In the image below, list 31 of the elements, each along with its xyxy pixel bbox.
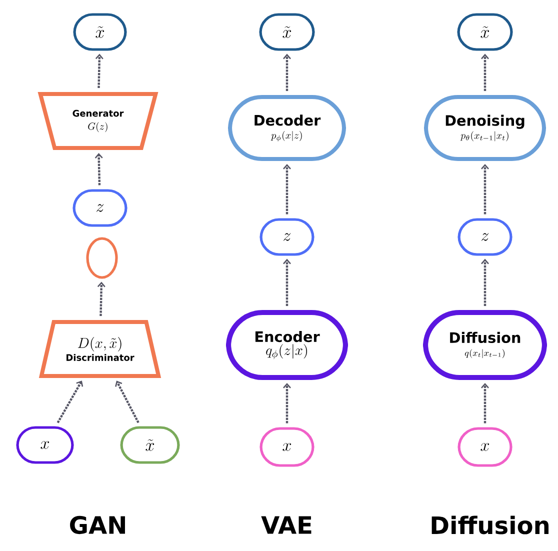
encoder-box: Encoder $q_{\phi}(z|x)$	[226, 310, 348, 380]
arrow	[481, 54, 489, 91]
diffusion-box: Diffusion $q(x_t|x_{t-1})$	[423, 310, 547, 380]
variable-box: $z$	[260, 218, 314, 256]
column-title: Diffusion	[432, 516, 548, 534]
variable-box: $x$	[16, 426, 74, 464]
arrow	[283, 383, 291, 424]
column-title: VAE	[261, 516, 312, 534]
decoder-box: Decoder $p_{\phi}(x|z)$	[228, 95, 346, 161]
arrow	[283, 164, 291, 214]
column-title: GAN	[70, 516, 125, 534]
arrow	[97, 282, 106, 316]
variable-box: $\tilde{x}$	[457, 13, 513, 51]
variable-box: $\tilde{x}$	[73, 13, 127, 51]
arrow	[56, 380, 84, 424]
denoising-box: Denoising $p_{\theta}(x_{t-1}|x_t)$	[424, 95, 546, 161]
variable-box: $x$	[260, 427, 314, 467]
arrow	[115, 380, 140, 424]
empty-circle	[86, 237, 118, 279]
arrow	[481, 383, 489, 424]
variable-box: $x$	[458, 427, 512, 467]
variable-box: $z$	[72, 189, 128, 227]
arrow	[283, 54, 291, 91]
variable-box: $z$	[458, 218, 512, 256]
arrow	[95, 54, 104, 88]
arrow	[481, 164, 489, 214]
arrow	[94, 153, 103, 186]
variable-box: $\tilde{x}$	[259, 13, 315, 51]
variable-box: $\tilde{x}$	[120, 426, 180, 464]
arrow	[283, 258, 291, 306]
arrow	[481, 258, 489, 306]
